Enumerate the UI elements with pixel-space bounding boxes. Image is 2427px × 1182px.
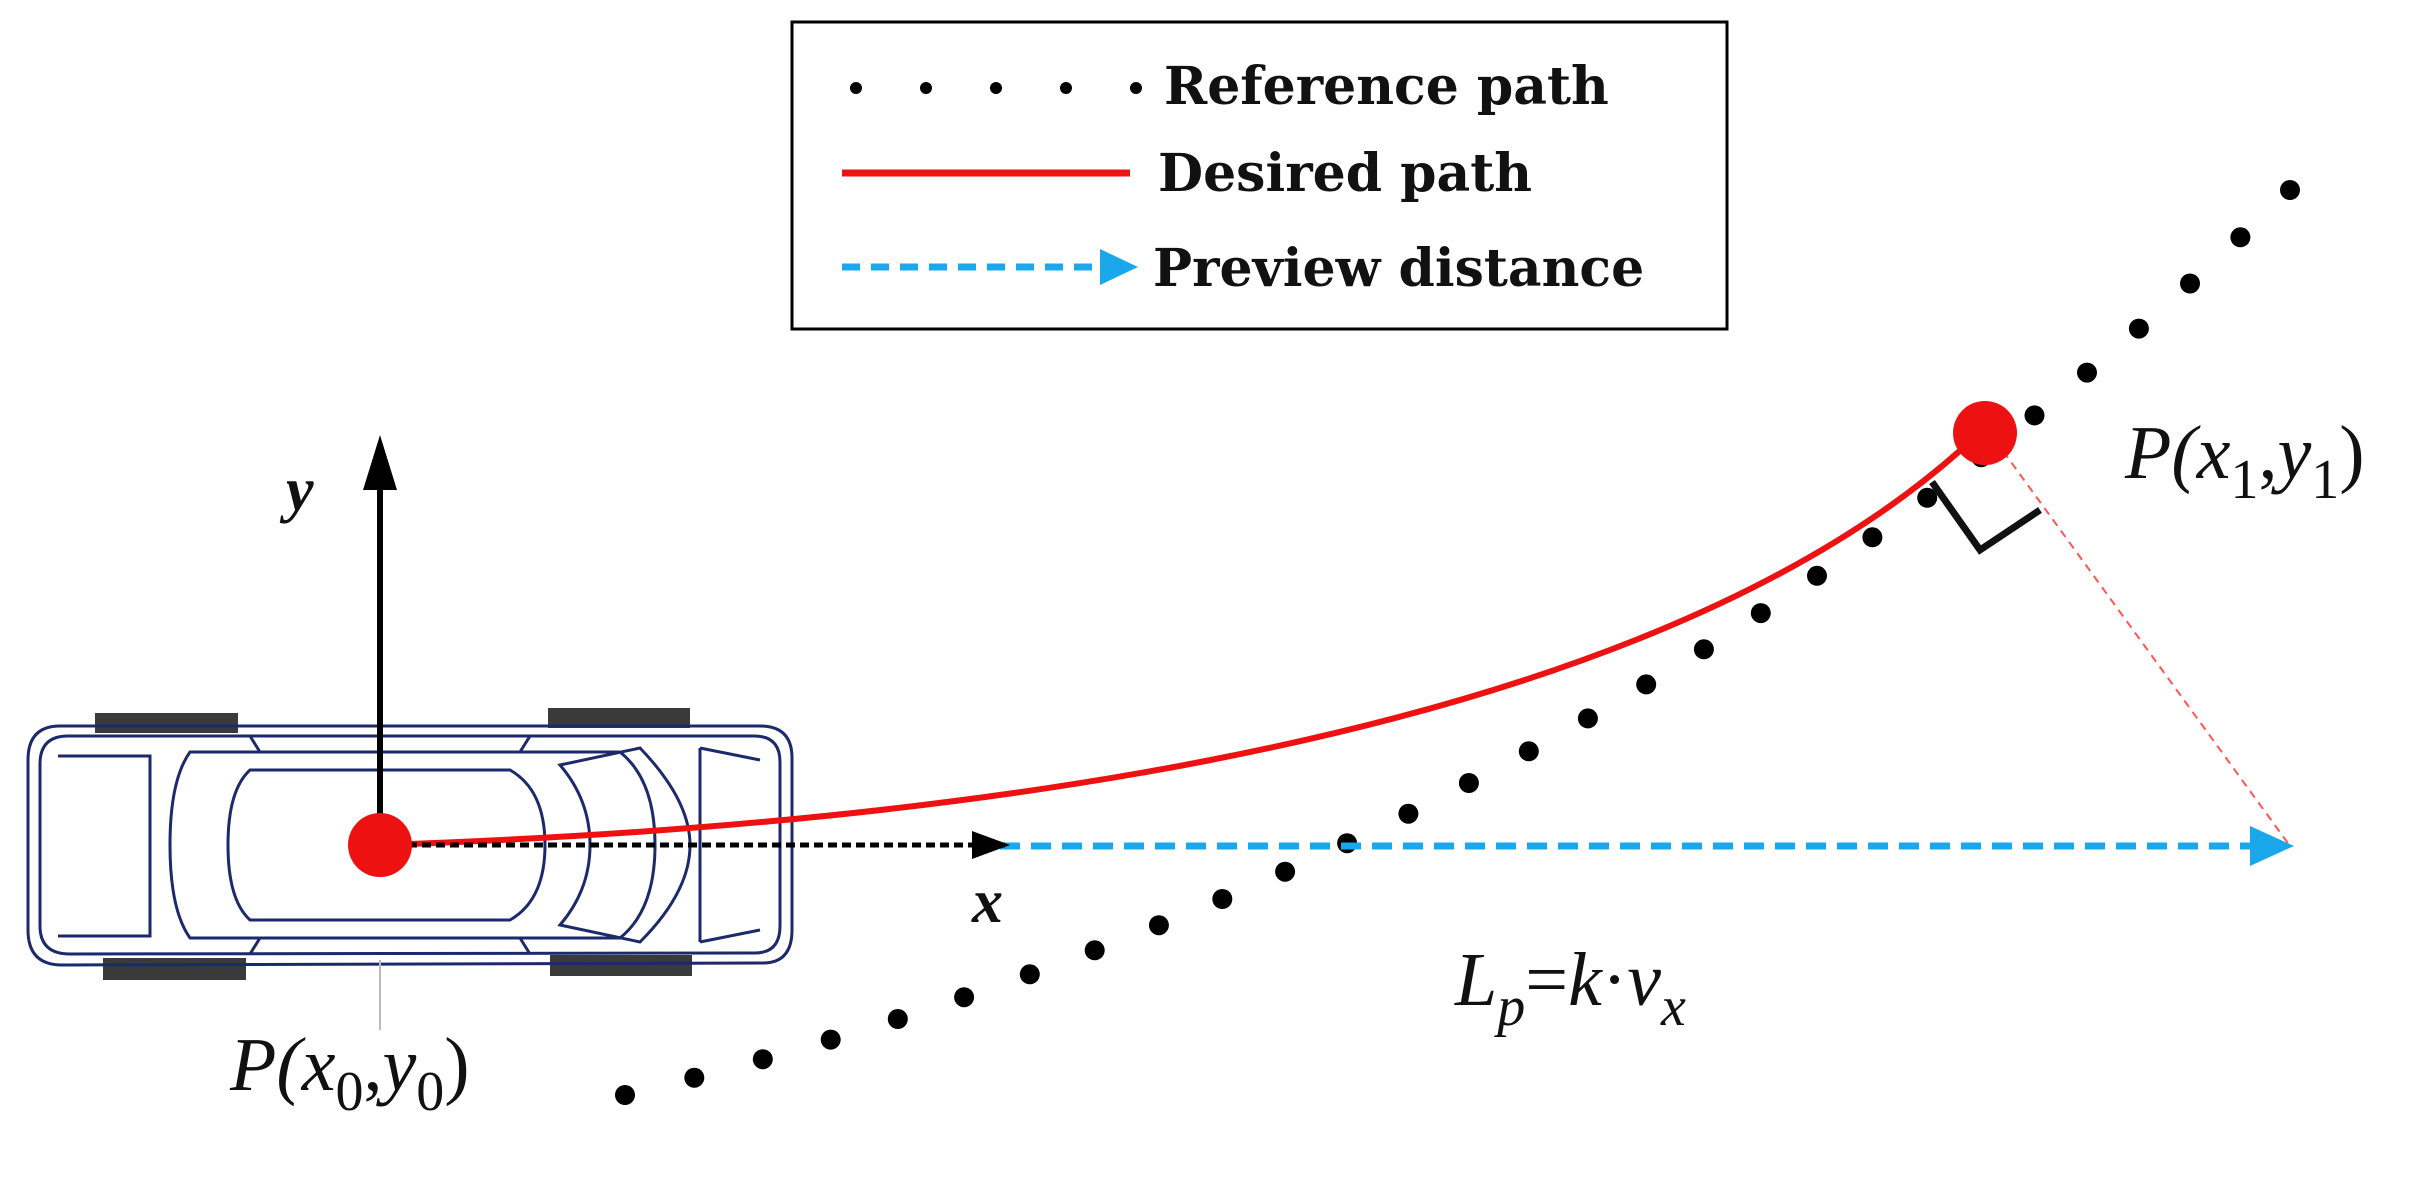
vehicle [26, 708, 794, 1030]
reference-path-dot [684, 1067, 705, 1088]
reference-path [615, 180, 2300, 1105]
reference-path-dot [1019, 964, 1040, 985]
reference-path-dot [1275, 861, 1296, 882]
reference-path-dot [820, 1029, 841, 1050]
car-side-lines [248, 735, 532, 955]
reference-path-dot [1577, 708, 1598, 729]
reference-path-dot [2077, 362, 2097, 383]
reference-path-dot [1693, 639, 1714, 660]
reference-path-dot [2024, 405, 2045, 426]
target-point-label: P(x1,y1) [2124, 411, 2365, 511]
preview-formula: Lp=k·vx [1454, 938, 1686, 1038]
car-body-inner [38, 734, 782, 956]
x-axis-label: x [971, 868, 1003, 936]
reference-path-dot [2128, 318, 2149, 339]
legend-reference-marker [850, 82, 1142, 94]
x-axis-arrowhead [972, 831, 1010, 859]
tire-front-left [548, 708, 690, 728]
reference-path-dot [1212, 889, 1233, 909]
reference-path-dot [1458, 773, 1479, 793]
car-windshield [557, 746, 692, 944]
car-body-outline [26, 724, 794, 967]
tire-rear-left [95, 713, 238, 733]
target-point [1953, 401, 2017, 465]
start-point [348, 813, 412, 877]
reference-path-dot [2280, 180, 2300, 200]
reference-path-dot [1518, 741, 1539, 762]
reference-path-dot [1917, 487, 1938, 508]
reference-path-dot [954, 987, 975, 1008]
tire-rear-right [103, 958, 246, 980]
reference-path-dot [1398, 803, 1419, 824]
preview-distance-arrowhead [2250, 826, 2294, 866]
legend-preview-label: Preview distance [1153, 238, 1644, 299]
legend-preview-arrowhead [1100, 249, 1138, 285]
start-point-label: P(x0,y0) [229, 1023, 470, 1123]
reference-path-dot [1862, 527, 1883, 548]
reference-path-dot [1807, 565, 1827, 586]
reference-path-dot [752, 1049, 773, 1070]
reference-path-dot [1084, 940, 1105, 961]
y-axis-label: y [279, 456, 314, 524]
reference-path-dot [1148, 915, 1169, 936]
reference-path-dot [1750, 603, 1771, 624]
car-hood [698, 746, 761, 944]
reference-path-dot [2230, 227, 2251, 248]
desired-path [379, 434, 1978, 848]
car-roof [226, 768, 547, 922]
legend: Reference path Desired path Preview dist… [790, 20, 1729, 331]
reference-path-dot [1636, 674, 1657, 695]
legend-desired-label: Desired path [1158, 143, 1532, 204]
legend-reference-label: Reference path [1164, 56, 1609, 117]
reference-path-dot [2180, 273, 2200, 294]
car-rear-window [58, 754, 152, 938]
right-angle-marker [1929, 479, 2042, 555]
tire-front-right [550, 955, 692, 976]
reference-path-dot [615, 1085, 635, 1105]
y-axis-arrowhead [363, 435, 397, 490]
reference-path-dot [887, 1009, 908, 1029]
